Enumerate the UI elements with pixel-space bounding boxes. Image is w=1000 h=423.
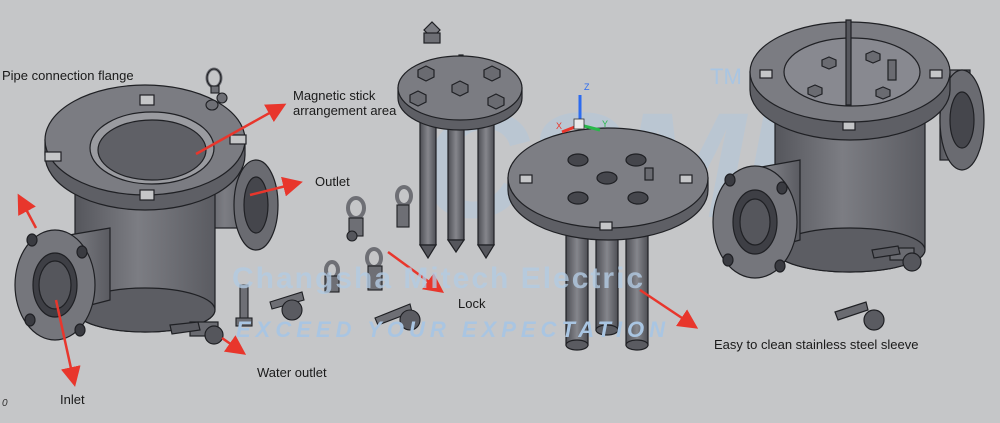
axis-z-label: Z: [584, 82, 590, 92]
fastener-parts: [205, 67, 421, 331]
callout-arrows: [17, 103, 699, 387]
label-water-outlet: Water outlet: [257, 365, 327, 380]
label-lock: Lock: [458, 296, 486, 311]
stainless-sleeve-plate: [507, 127, 709, 351]
label-inlet: Inlet: [60, 392, 85, 407]
magnet-rod-cover-assembly: [397, 21, 523, 260]
ucs-axis-gizmo: Z Y X: [556, 82, 608, 134]
label-pipe-connection-flange: Pipe connection flange: [2, 68, 134, 83]
axis-y-label: Y: [602, 119, 608, 129]
axis-x-label: X: [556, 121, 562, 131]
label-outlet: Outlet: [315, 174, 350, 189]
watermark-trademark: TM: [710, 64, 742, 89]
label-magnetic-stick-area: Magnetic stick arrangement area: [293, 88, 397, 118]
corner-mark: 0: [2, 398, 8, 409]
watermark-slogan: EXCEED YOUR EXPECTATION: [236, 317, 671, 342]
assembled-strainer: [712, 19, 985, 331]
watermark-company-name: Changsha Mitech Electric: [232, 262, 646, 295]
left-strainer-housing: [14, 84, 279, 345]
label-stainless-sleeve: Easy to clean stainless steel sleeve: [714, 337, 919, 352]
